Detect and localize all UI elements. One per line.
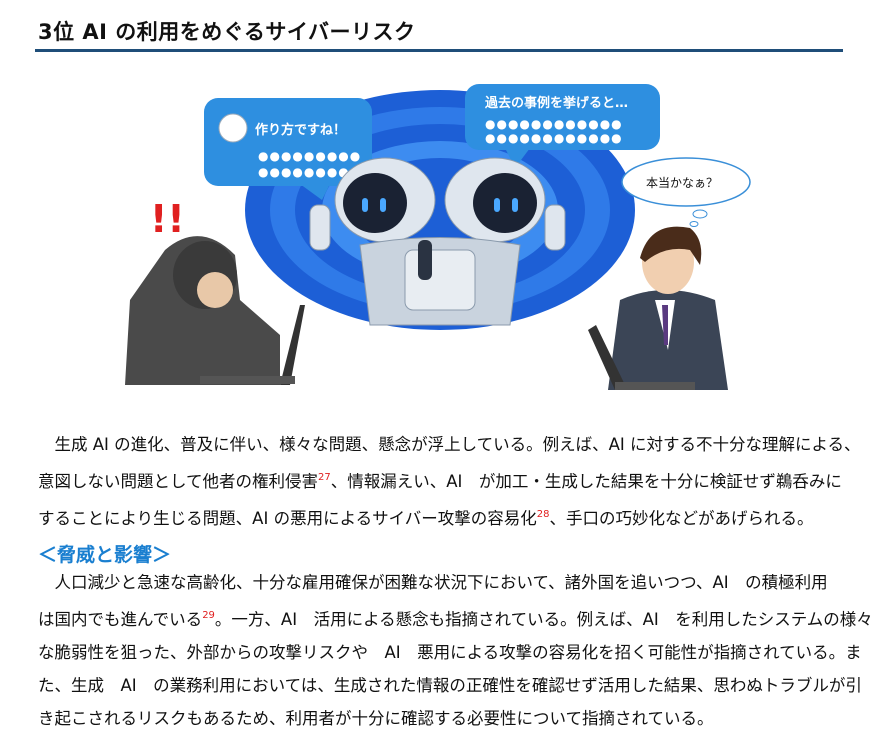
threat-line-2a: は国内でも進んでいる (38, 610, 203, 629)
thought-text: 本当かなぁ？ (646, 176, 718, 190)
ai-risk-illustration: 作り方ですね！ ●●●●●●●●● ●●●●●●●● 過去の事例を挙げると… ●… (125, 84, 751, 390)
footnote-29[interactable]: 29 (202, 610, 215, 621)
svg-text:●●●●●●●●●●●●: ●●●●●●●●●●●● (485, 131, 623, 145)
footnote-28[interactable]: 28 (536, 509, 550, 520)
threat-line-5: き起こされるリスクもあるため、利用者が十分に確認する必要性について指摘されている… (38, 709, 714, 728)
thought-bubble: 本当かなぁ？ (621, 157, 751, 227)
speech-bubble-right: 過去の事例を挙げると… ●●●●●●●●●●●● ●●●●●●●●●●●● (465, 84, 660, 168)
threat-line-4: た、生成 AI の業務利用においては、生成された情報の正確性を確認せず活用した結… (38, 676, 862, 695)
intro-line-2a: 意図しない問題として他者の権利侵害 (38, 472, 319, 491)
businessman-figure (588, 226, 728, 390)
intro-paragraph: 生成 AI の進化、普及に伴い、様々な問題、懸念が浮上している。例えば、AI に… (38, 428, 861, 535)
hacker-figure: !! (125, 197, 305, 385)
intro-line-3b: 、手口の巧妙化などがあげられる。 (549, 509, 814, 528)
bubble-right-text: 過去の事例を挙げると… (484, 95, 628, 111)
speech-bubble-left: 作り方ですね！ ●●●●●●●●● ●●●●●●●● (204, 98, 372, 200)
intro-line-3a: することにより生じる問題、AI の悪用によるサイバー攻撃の容易化 (38, 509, 537, 528)
threat-line-2b: 。一方、AI 活用による懸念も指摘されている。例えば、AI を利用したシステムの… (214, 610, 873, 629)
intro-line-2b: 、情報漏えい、AI が加工・生成した結果を十分に検証せず鵜呑みに (330, 472, 842, 491)
threat-line-1: 人口減少と急速な高齢化、十分な雇用確保が困難な状況下において、諸外国を追いつつ、… (38, 573, 828, 592)
page-title: 3位 AI の利用をめぐるサイバーリスク (38, 20, 416, 44)
footnote-27[interactable]: 27 (318, 472, 331, 483)
section-heading: ＜脅威と影響＞ (38, 544, 172, 566)
threat-line-3: な脆弱性を狙った、外部からの攻撃リスクや AI 悪用による攻撃の容易化を招く可能… (38, 643, 862, 662)
svg-text:●●●●●●●●: ●●●●●●●● (258, 165, 350, 179)
intro-line-1: 生成 AI の進化、普及に伴い、様々な問題、懸念が浮上している。例えば、AI に… (38, 435, 861, 454)
svg-text:●●●●●●●●●: ●●●●●●●●● (258, 149, 361, 163)
robots (309, 157, 566, 326)
alarm-marks: !! (150, 197, 185, 241)
bubble-left-text: 作り方ですね！ (255, 122, 346, 138)
svg-text:●●●●●●●●●●●●: ●●●●●●●●●●●● (485, 117, 623, 131)
threat-paragraph: 人口減少と急速な高齢化、十分な雇用確保が困難な状況下において、諸外国を追いつつ、… (38, 566, 873, 735)
title-divider (35, 49, 843, 52)
